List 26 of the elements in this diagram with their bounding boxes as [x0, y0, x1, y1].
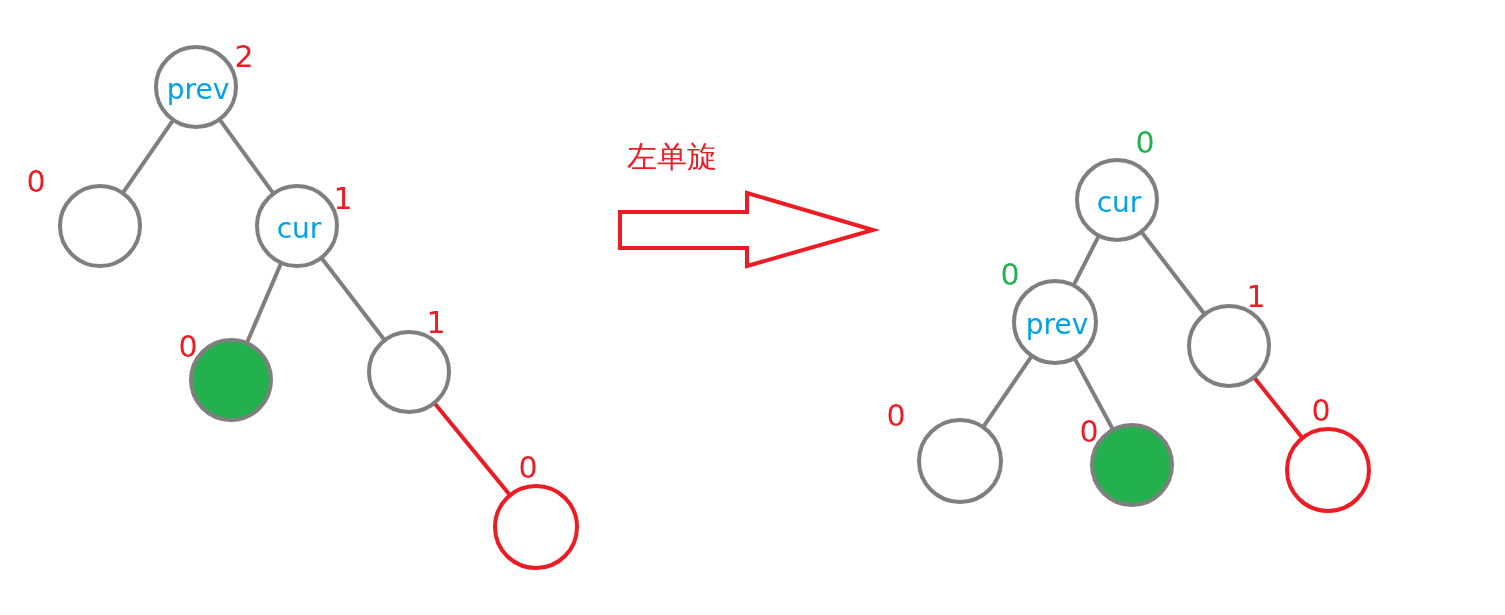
tree-edge: [1072, 357, 1115, 431]
tree-edge: [121, 118, 175, 195]
balance-factor: 0: [26, 167, 46, 197]
node-label: prev: [166, 76, 230, 104]
balance-factor: 0: [1135, 128, 1155, 158]
tree-edge: [244, 262, 284, 344]
tree-edge: [432, 401, 512, 497]
balance-factor: 0: [1311, 396, 1331, 426]
node-label: cur: [276, 215, 322, 243]
tree-edge: [981, 354, 1034, 429]
balance-factor: 1: [1246, 282, 1266, 312]
tree-edge: [319, 256, 387, 342]
balance-factor: 0: [178, 332, 198, 362]
balance-factor: 0: [1079, 417, 1099, 447]
node-label: prev: [1025, 311, 1089, 339]
node-label: cur: [1096, 189, 1142, 217]
tree-edge: [1252, 376, 1304, 440]
balance-factor: 1: [426, 308, 446, 338]
balance-factor: 0: [518, 453, 538, 483]
balance-factor: 0: [886, 401, 906, 431]
balance-factor: 1: [333, 184, 353, 214]
rotation-label: 左单旋: [627, 140, 717, 173]
balance-factor: 2: [234, 42, 254, 72]
tree-edge: [1139, 230, 1207, 316]
tree-edge: [217, 118, 276, 195]
balance-factor: 0: [1000, 260, 1020, 290]
